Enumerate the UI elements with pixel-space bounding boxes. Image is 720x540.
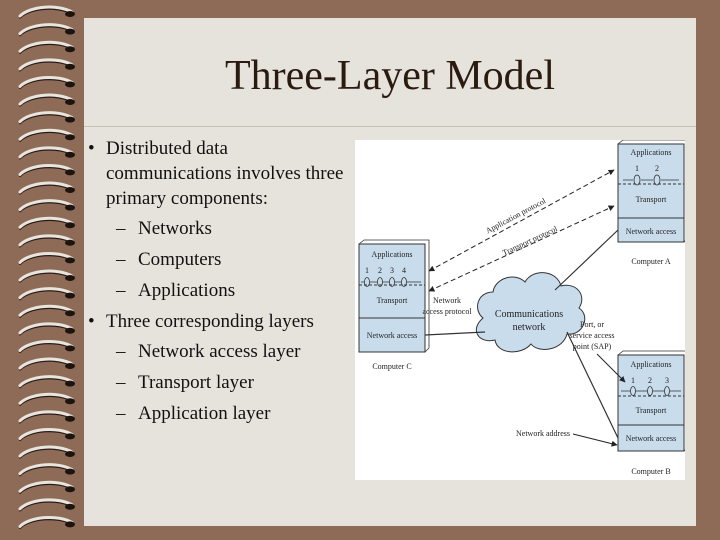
computer-a-label: Computer A bbox=[631, 257, 671, 266]
computer-b-applications: Applications bbox=[631, 360, 672, 369]
spiral-ring bbox=[18, 146, 75, 160]
spiral-ring bbox=[18, 480, 75, 494]
sub-bullet-list: Networks Computers Applications bbox=[106, 216, 356, 303]
computer-b-port-1: 1 bbox=[631, 376, 635, 385]
computer-b-label: Computer B bbox=[631, 467, 670, 476]
computer-c-label: Computer C bbox=[372, 362, 411, 371]
computer-a-transport: Transport bbox=[636, 195, 668, 204]
spiral-ring bbox=[18, 269, 75, 283]
spiral-ring bbox=[18, 252, 75, 266]
bullet-text: Three corresponding layers bbox=[106, 311, 314, 332]
bullet-item: Distributed data communications involves… bbox=[86, 136, 356, 303]
sap-line2: service access bbox=[569, 331, 614, 340]
computer-c-port-3: 3 bbox=[390, 266, 394, 275]
computer-c-port-2: 2 bbox=[378, 266, 382, 275]
computer-b-transport: Transport bbox=[636, 406, 668, 415]
spiral-ring bbox=[18, 76, 75, 90]
sub-bullet-item: Network access layer bbox=[106, 339, 356, 364]
network-address-annotation: Network address bbox=[516, 429, 618, 447]
computer-c-network-access: Network access bbox=[367, 331, 417, 340]
spiral-ring bbox=[18, 340, 75, 354]
computer-c-transport: Transport bbox=[377, 296, 409, 305]
spiral-ring bbox=[18, 93, 75, 107]
spiral-ring bbox=[18, 392, 75, 406]
bullet-text: Distributed data communications involves… bbox=[106, 138, 344, 209]
cloud-label-line2: network bbox=[513, 322, 546, 333]
spiral-binding bbox=[18, 5, 75, 530]
sub-bullet-item: Computers bbox=[106, 247, 356, 272]
spiral-ring bbox=[18, 199, 75, 213]
computer-b: Applications 1 2 3 Transport Network acc… bbox=[617, 350, 689, 476]
spiral-ring bbox=[18, 216, 75, 230]
network-access-protocol-line1: Network bbox=[433, 296, 461, 305]
computer-a-port-1: 1 bbox=[635, 164, 639, 173]
spiral-ring bbox=[18, 5, 75, 19]
sap-line3: point (SAP) bbox=[573, 342, 612, 351]
computer-c-applications: Applications bbox=[372, 250, 413, 259]
spiral-ring bbox=[18, 516, 75, 530]
spiral-ring bbox=[18, 357, 75, 371]
slide-title: Three-Layer Model bbox=[225, 53, 555, 99]
spiral-ring bbox=[18, 322, 75, 336]
transport-protocol-label: Transport protocol bbox=[501, 224, 559, 258]
bullet-item: Three corresponding layers Network acces… bbox=[86, 309, 356, 426]
spiral-ring bbox=[18, 40, 75, 54]
computer-c-port-1: 1 bbox=[365, 266, 369, 275]
spiral-ring bbox=[18, 128, 75, 142]
computer-b-port-2: 2 bbox=[648, 376, 652, 385]
sap-annotation: Port, or service access point (SAP) bbox=[569, 320, 626, 383]
computer-b-port-3: 3 bbox=[665, 376, 669, 385]
spiral-ring bbox=[18, 164, 75, 178]
spiral-ring bbox=[18, 375, 75, 389]
sub-bullet-item: Transport layer bbox=[106, 370, 356, 395]
diagram-svg: Applications 1 2 Transport Network acces… bbox=[358, 139, 689, 476]
spiral-ring bbox=[18, 304, 75, 318]
computer-c: Applications 1 2 3 4 Transport Network a… bbox=[358, 239, 430, 371]
spiral-ring bbox=[18, 287, 75, 301]
computer-c-port-4: 4 bbox=[402, 266, 406, 275]
network-access-protocol: Network access protocol bbox=[422, 296, 472, 316]
spiral-ring bbox=[18, 428, 75, 442]
computer-a: Applications 1 2 Transport Network acces… bbox=[617, 139, 689, 266]
cloud-label-line1: Communications bbox=[495, 309, 563, 320]
sub-bullet-item: Networks bbox=[106, 216, 356, 241]
protocol-arrows: Application protocol Transport protocol bbox=[428, 169, 615, 292]
computer-a-applications: Applications bbox=[631, 148, 672, 157]
sub-bullet-item: Applications bbox=[106, 278, 356, 303]
computer-a-port-2: 2 bbox=[655, 164, 659, 173]
network-access-protocol-line2: access protocol bbox=[422, 307, 472, 316]
sap-line1: Port, or bbox=[580, 320, 604, 329]
sub-bullet-item: Application layer bbox=[106, 401, 356, 426]
spiral-ring bbox=[18, 111, 75, 125]
spiral-ring bbox=[18, 58, 75, 72]
title-divider bbox=[84, 126, 696, 127]
network-address-label: Network address bbox=[516, 429, 570, 438]
three-layer-diagram: Applications 1 2 Transport Network acces… bbox=[355, 139, 689, 480]
spiral-ring bbox=[18, 463, 75, 477]
sub-bullet-list: Network access layer Transport layer App… bbox=[106, 339, 356, 426]
spiral-ring bbox=[18, 498, 75, 512]
spiral-ring bbox=[18, 181, 75, 195]
computer-b-network-access: Network access bbox=[626, 434, 676, 443]
bullet-list: Distributed data communications involves… bbox=[86, 136, 356, 432]
spiral-ring bbox=[18, 23, 75, 37]
application-protocol-label: Application protocol bbox=[484, 196, 548, 235]
spiral-ring bbox=[18, 445, 75, 459]
spiral-ring bbox=[18, 234, 75, 248]
computer-a-network-access: Network access bbox=[626, 227, 676, 236]
spiral-ring bbox=[18, 410, 75, 424]
